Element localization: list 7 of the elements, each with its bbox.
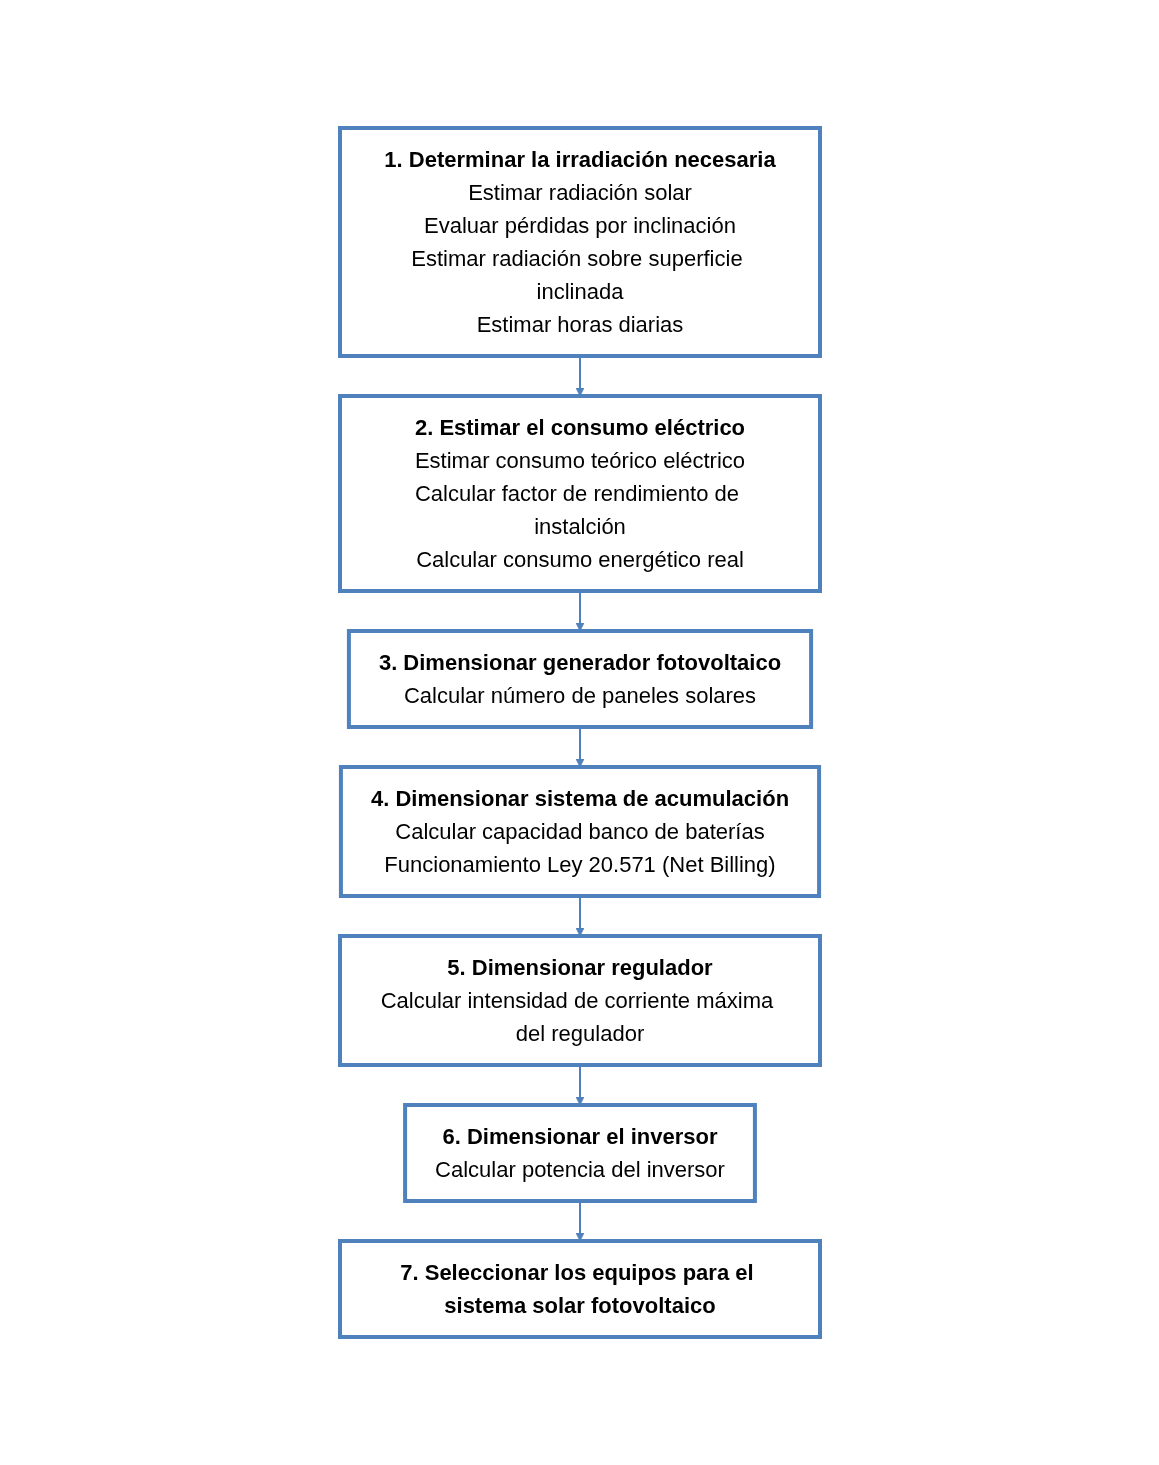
node-box: 4. Dimensionar sistema de acumulación Calcular capacidad banco de baterías Funcionamiento Ley 20.571 (Net Billing)	[338, 765, 821, 898]
node-box: 1. Determinar la irradiación necesaria Estimar radiación solar Evaluar pérdidas por inclinación Estimar radiación sobre superficie inclinada Estimar horas diarias	[337, 126, 822, 358]
node-box: 7. Seleccionar los equipos para el sistema solar fotovoltaico	[337, 1239, 822, 1339]
node-box: 6. Dimensionar el inversor Calcular potencia del inversor	[402, 1103, 757, 1203]
node-box: 3. Dimensionar generador fotovoltaico Calcular número de paneles solares	[346, 629, 813, 729]
node-box: 2. Estimar el consumo eléctrico Estimar consumo teórico eléctrico Calcular factor de rendimiento de instalción Calcular consumo energético real	[337, 394, 822, 593]
node-box: 5. Dimensionar regulador Calcular intensidad de corriente máxima del regulador	[337, 934, 822, 1067]
